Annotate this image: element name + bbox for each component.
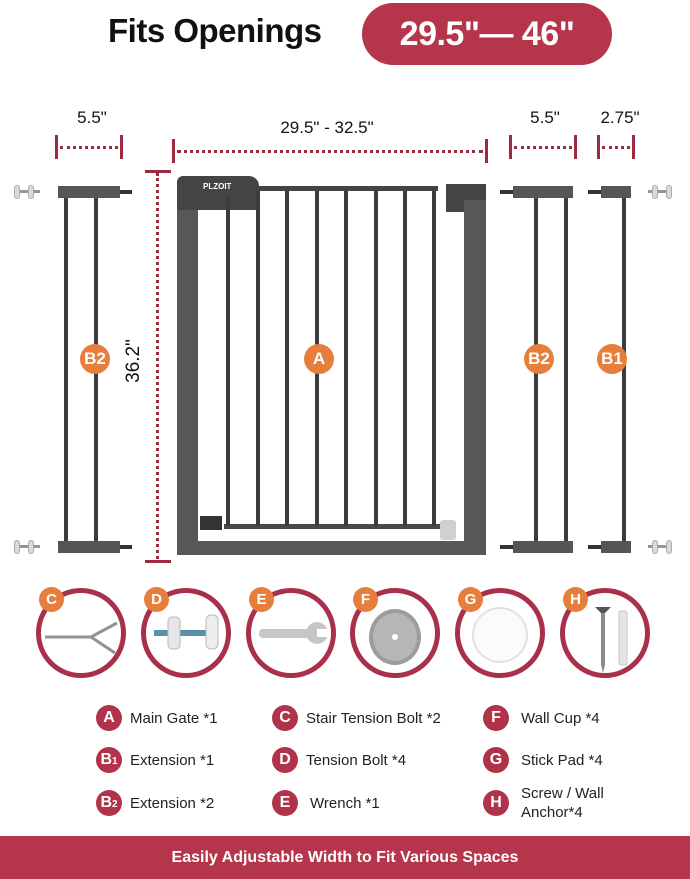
legend-badge-h: H bbox=[483, 790, 509, 816]
accessory-stick-pad: G bbox=[455, 587, 545, 678]
height-label: 36.2" bbox=[123, 339, 144, 383]
legend-text: Stick Pad *4 bbox=[521, 751, 603, 769]
right-b2-dimension-line bbox=[509, 135, 577, 159]
footer-banner: Easily Adjustable Width to Fit Various S… bbox=[0, 836, 690, 879]
gate-handle: PLZOIT bbox=[177, 176, 259, 210]
tension-bolt-icon bbox=[14, 185, 42, 199]
main-gate-dimension-line bbox=[172, 139, 488, 163]
accessory-badge-e: E bbox=[249, 587, 274, 612]
left-extension-width-label: 5.5" bbox=[77, 108, 107, 127]
accessory-stair-tension-bolt: C bbox=[36, 587, 126, 678]
legend-item-b1: B1 Extension *1 bbox=[96, 747, 214, 773]
wrench-icon bbox=[259, 622, 331, 644]
part-badge-b2-right: B2 bbox=[524, 344, 554, 374]
legend-item-g: G Stick Pad *4 bbox=[483, 747, 603, 773]
legend-badge-f: F bbox=[483, 705, 509, 731]
legend-badge-b1: B1 bbox=[96, 747, 122, 773]
accessory-tension-bolt: D bbox=[141, 587, 231, 678]
legend-text: Extension *1 bbox=[130, 751, 215, 769]
stair-tension-bolt-icon bbox=[45, 621, 118, 655]
legend-item-a: A Main Gate *1 bbox=[96, 705, 218, 731]
accessory-badge-d: D bbox=[144, 587, 169, 612]
accessory-wall-cup: F bbox=[350, 587, 440, 678]
tension-bolt-icon bbox=[14, 540, 42, 554]
legend-item-b2: B2 Extension *2 bbox=[96, 790, 214, 816]
accessory-badge-h: H bbox=[563, 587, 588, 612]
wall-cup-icon bbox=[369, 609, 421, 665]
brand-label: PLZOIT bbox=[203, 182, 232, 191]
legend-item-h: H Screw / Wall Anchor*4 bbox=[483, 784, 643, 822]
legend-item-f: F Wall Cup *4 bbox=[483, 705, 600, 731]
legend-item-d: D Tension Bolt *4 bbox=[272, 747, 406, 773]
legend-badge-g: G bbox=[483, 747, 509, 773]
right-b2-width-label: 5.5" bbox=[530, 108, 560, 127]
tension-bolt-icon bbox=[646, 540, 674, 554]
legend-text: Main Gate *1 bbox=[130, 709, 218, 727]
part-badge-b1: B1 bbox=[597, 344, 627, 374]
main-gate-width-label: 29.5" - 32.5" bbox=[280, 118, 374, 137]
legend-text: Stair Tension Bolt *2 bbox=[306, 709, 441, 727]
legend-badge-a: A bbox=[96, 705, 122, 731]
tension-bolt-icon bbox=[646, 185, 674, 199]
legend-text: Screw / Wall Anchor*4 bbox=[521, 785, 604, 821]
screw-wall-anchor-icon bbox=[595, 607, 628, 673]
stick-pad-icon bbox=[472, 607, 528, 663]
right-b1-dimension-line bbox=[597, 135, 635, 159]
part-badge-a: A bbox=[304, 344, 334, 374]
legend-item-c: C Stair Tension Bolt *2 bbox=[272, 705, 441, 731]
legend-text: Wall Cup *4 bbox=[521, 709, 600, 727]
legend-text: Extension *2 bbox=[130, 794, 215, 812]
tension-bolt-icon bbox=[154, 614, 219, 650]
legend-item-e: E Wrench *1 bbox=[272, 790, 380, 816]
accessory-badge-f: F bbox=[353, 587, 378, 612]
header-title: Fits Openings bbox=[108, 12, 322, 49]
header: Fits Openings 29.5"— 46" bbox=[0, 0, 690, 70]
height-dimension-line bbox=[145, 170, 171, 563]
opening-range-pill: 29.5"— 46" bbox=[362, 3, 612, 65]
part-badge-b2-left: B2 bbox=[80, 344, 110, 374]
accessory-badge-c: C bbox=[39, 587, 64, 612]
right-b1-width-label: 2.75" bbox=[600, 108, 640, 127]
accessory-screw-wall-anchor: H bbox=[560, 587, 650, 678]
accessory-badge-g: G bbox=[458, 587, 483, 612]
legend-badge-b2: B2 bbox=[96, 790, 122, 816]
left-extension-dimension-line bbox=[55, 135, 123, 159]
accessory-wrench: E bbox=[246, 587, 336, 678]
legend-badge-e: E bbox=[272, 790, 298, 816]
legend-text: Wrench *1 bbox=[310, 794, 380, 812]
legend-badge-d: D bbox=[272, 747, 298, 773]
legend-text: Tension Bolt *4 bbox=[306, 751, 407, 769]
legend-badge-c: C bbox=[272, 705, 298, 731]
